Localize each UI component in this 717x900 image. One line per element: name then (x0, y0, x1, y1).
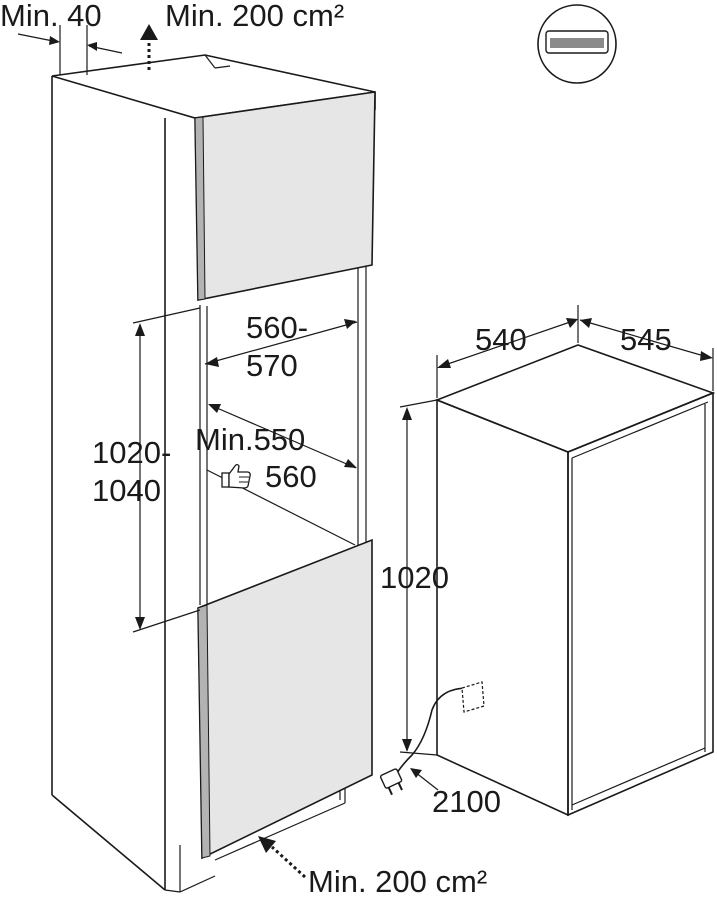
appliance-front (567, 391, 714, 817)
niche-width-arrowhead-right (344, 319, 356, 329)
cable-length-leader (414, 771, 439, 791)
lower-door-edge (197, 604, 211, 859)
appliance-width-label: 540 (475, 322, 527, 357)
appliance-height-arrowhead-bottom (402, 739, 412, 752)
niche-height-arrowhead-bottom (135, 617, 145, 630)
appliance-door-edge-bottom (571, 747, 706, 806)
top-gap-dimension: Min. 40 (0, 0, 123, 75)
niche-depth-line (209, 404, 357, 469)
ventilation-grille-icon (537, 4, 617, 84)
appliance-top (434, 344, 716, 453)
niche-height-ext-top (132, 307, 201, 324)
top-vent-arrow: Min. 200 cm² (140, 0, 344, 70)
niche-width-dimension: 560- 570 (204, 310, 358, 383)
upper-door-face (194, 91, 376, 301)
niche-width-arrowhead-left (205, 357, 219, 367)
upper-door (194, 91, 376, 301)
cabinet-top-rim-2 (214, 65, 231, 69)
niche-depth-arrowhead-left (208, 404, 221, 413)
lower-door (197, 538, 373, 860)
appliance-depth-dimension: 545 (579, 318, 714, 391)
appliance-height-ext-top (399, 399, 438, 408)
power-cable (379, 681, 485, 796)
appliance-height-arrowhead-top (402, 407, 412, 420)
niche-depth-dimension: Min.550 560 (195, 404, 357, 494)
niche-height-dimension: 1020- 1040 (92, 307, 201, 633)
cabinet-plinth-2 (164, 889, 181, 893)
power-cable-line (396, 687, 469, 774)
appliance-depth-line (579, 319, 712, 359)
niche-width-line (204, 321, 358, 365)
cabinet (51, 54, 376, 893)
niche-depth-rec-label: 560 (265, 459, 317, 494)
niche-width-label-2: 570 (246, 348, 298, 383)
top-gap-arrowhead-1 (49, 36, 60, 45)
appliance-side (436, 398, 569, 817)
appliance-depth-arrowhead-right (700, 351, 713, 361)
cable-length-label: 2100 (432, 784, 501, 819)
niche-depth-arrowhead-right (344, 459, 357, 468)
appliance-height-label: 1020 (380, 560, 449, 595)
cable-length-dimension: 2100 (410, 768, 501, 819)
top-gap-arrowhead-2 (87, 42, 97, 51)
appliance (434, 344, 716, 817)
thumbs-up-icon (221, 463, 251, 489)
niche-height-ext-bottom (132, 609, 201, 633)
niche-depth-min-label: Min.550 (195, 422, 305, 457)
upper-door-edge (194, 116, 206, 301)
appliance-depth-arrowhead-left (580, 318, 592, 328)
niche-height-arrowhead-top (135, 323, 145, 336)
wall-socket-icon (461, 681, 485, 713)
cable-length-arrowhead (410, 768, 422, 778)
niche-width-label-1: 560- (246, 310, 308, 345)
top-vent-arrowhead (140, 24, 158, 40)
cabinet-plinth (179, 875, 216, 893)
cabinet-front-bottom (51, 794, 166, 891)
top-gap-label: Min. 40 (0, 0, 102, 33)
appliance-width-arrowhead-left (437, 359, 451, 368)
power-plug-icon (379, 768, 403, 796)
bottom-vent-arrow: Min. 200 cm² (258, 836, 487, 899)
appliance-height-ext-bottom (399, 751, 438, 756)
cabinet-base-line (214, 802, 346, 861)
cabinet-top-rim (204, 54, 216, 69)
niche-height-label-2: 1040 (92, 473, 161, 508)
top-vent-label: Min. 200 cm² (165, 0, 344, 33)
appliance-width-line (438, 319, 577, 368)
appliance-height-dimension: 1020 (380, 399, 449, 756)
lower-door-face (197, 538, 373, 860)
appliance-width-arrowhead-right (566, 318, 578, 328)
appliance-depth-label: 545 (620, 322, 672, 357)
appliance-door-edge-top (571, 401, 709, 459)
bottom-vent-label: Min. 200 cm² (308, 864, 487, 899)
appliance-width-dimension: 540 (436, 305, 579, 398)
bottom-vent-arrowhead (258, 836, 276, 853)
niche-height-label-1: 1020- (92, 435, 171, 470)
bottom-vent-arrow-shaft (270, 845, 307, 879)
